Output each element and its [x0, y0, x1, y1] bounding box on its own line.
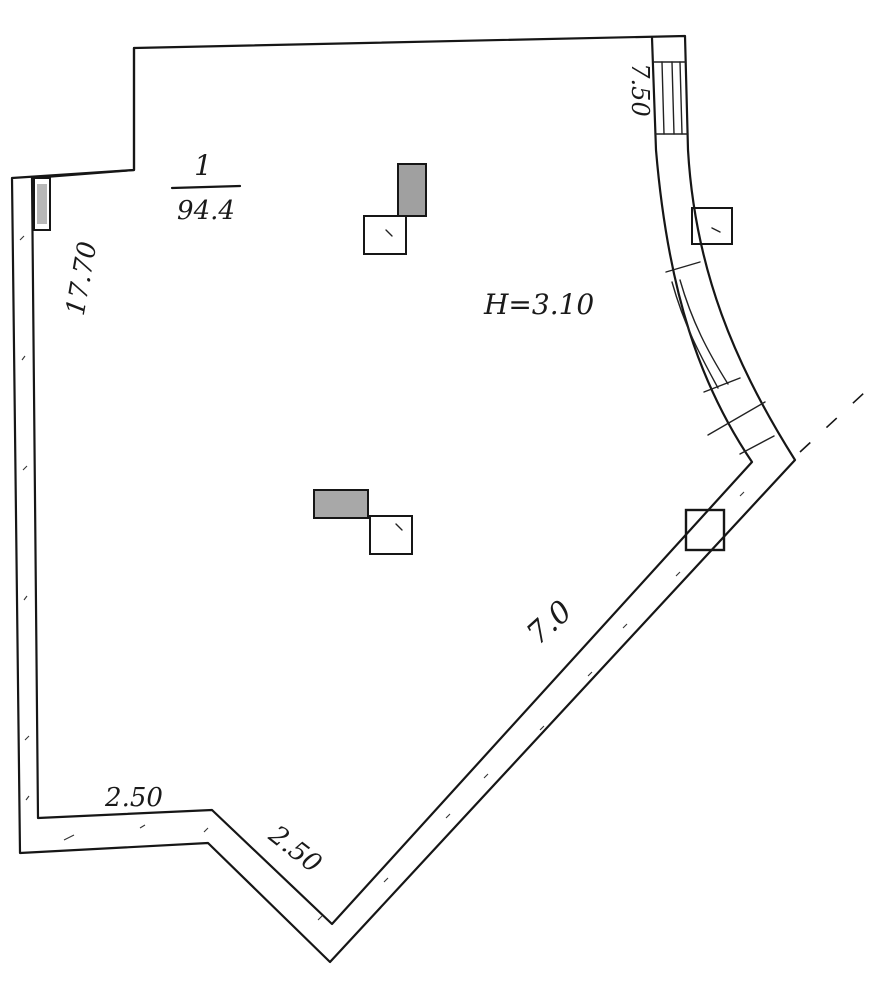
left-wall-hatching: [19, 235, 146, 841]
dimension-bottom-wall: 2.50: [104, 783, 163, 813]
room-number: 1: [194, 149, 212, 182]
dimension-bottom-angled-wall: 2.50: [262, 819, 327, 879]
inner-wall-contour: [30, 36, 754, 926]
radiator-box: [691, 207, 733, 245]
vent-shaft-lower-shaded: [313, 489, 369, 519]
curved-window-segments: [653, 61, 775, 455]
dimension-top-right-wall: 7.50: [626, 63, 654, 116]
vent-mark-lower: [395, 523, 403, 531]
column-block: [684, 508, 726, 552]
room-label-divider: [170, 184, 242, 190]
vent-shaft-upper-shaded: [397, 163, 427, 217]
axis-dashed-line: [799, 379, 879, 453]
vent-shaft-upper-open: [363, 215, 407, 255]
wall-vent-block-left: [33, 177, 51, 231]
vent-shaft-lower-open: [369, 515, 413, 555]
radiator-connector: [711, 227, 721, 233]
dimension-left-wall: 17.70: [61, 239, 103, 318]
room-area: 94.4: [177, 196, 235, 226]
diagonal-wall-hatching: [203, 491, 745, 921]
wall-vent-shading-left: [37, 184, 47, 224]
ceiling-height: H=3.10: [483, 288, 594, 321]
vent-mark-upper: [385, 229, 393, 237]
dimension-diagonal-wall: 7.0: [520, 594, 579, 652]
outer-wall-contour: [10, 34, 797, 964]
